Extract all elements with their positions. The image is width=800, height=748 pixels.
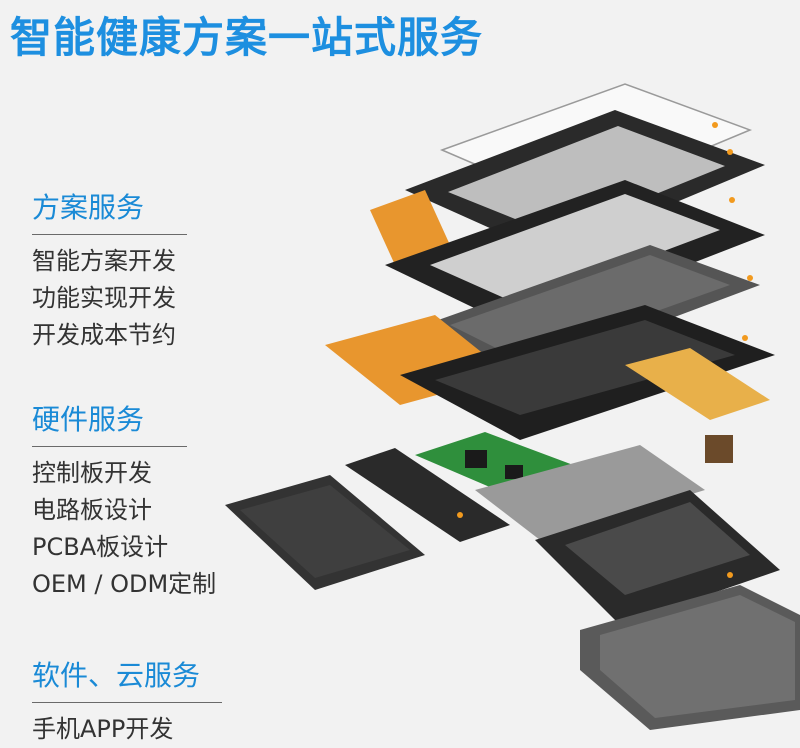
section-item: OEM / ODM定制 [32, 570, 217, 598]
section-heading: 软件、云服务 [32, 654, 222, 703]
section-item: PCBA板设计 [32, 533, 169, 561]
flex-cable-top [370, 190, 450, 265]
section-software: 软件、云服务 手机APP开发 [32, 654, 232, 748]
section-item: 智能方案开发 [32, 247, 176, 275]
device-exploded-illustration [225, 83, 800, 730]
section-heading: 硬件服务 [32, 398, 187, 447]
pcb-flex-right [625, 348, 770, 420]
shield-plate [475, 445, 705, 540]
page-title: 智能健康方案一站式服务 [10, 13, 484, 62]
section-item: 电路板设计 [32, 496, 152, 524]
section-item: 控制板开发 [32, 459, 152, 487]
connector-block [705, 435, 733, 463]
section-item: 手机APP开发 [32, 715, 174, 743]
bottom-left-cover [345, 448, 510, 542]
section-item: 功能实现开发 [32, 284, 176, 312]
section-heading: 方案服务 [32, 186, 187, 235]
section-hardware: 硬件服务 控制板开发 电路板设计 PCBA板设计 OEM / ODM定制 [32, 398, 232, 603]
section-solution: 方案服务 智能方案开发 功能实现开发 开发成本节约 [32, 186, 232, 354]
section-item: 开发成本节约 [32, 321, 176, 349]
